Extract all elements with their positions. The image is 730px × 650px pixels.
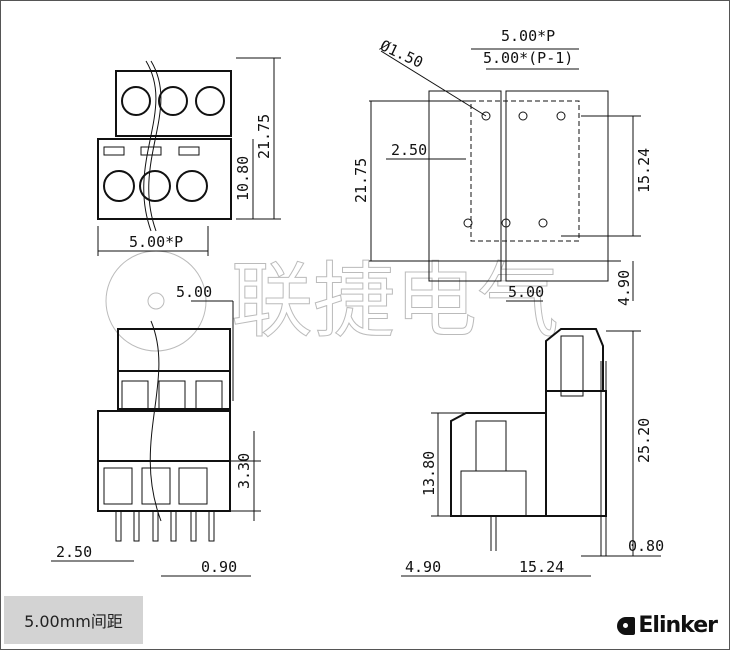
watermark: 联捷电气 xyxy=(105,250,560,352)
dim-offset: 2.50 xyxy=(391,141,427,159)
dim-pin-width: 0.90 xyxy=(201,558,237,576)
dim-height-lower: 10.80 xyxy=(234,156,252,201)
brand-name: Elinker xyxy=(638,613,718,638)
dim-row-spacing: 15.24 xyxy=(519,558,564,576)
dim-pin-pitch: 5.00 xyxy=(508,283,544,301)
dim-total-height: 25.20 xyxy=(635,418,653,463)
dim-pitch: 5.00 xyxy=(176,283,212,301)
dim-pin-thickness: 0.80 xyxy=(628,537,664,555)
logo-mark-icon xyxy=(617,616,636,635)
pitch-caption: 5.00mm间距 xyxy=(4,596,143,644)
bottom-right-view: 13.80 25.20 0.80 4.90 15.24 xyxy=(401,328,664,577)
dim-height: 21.75 xyxy=(352,158,370,203)
dim-pin-spacing: 2.50 xyxy=(56,543,92,561)
dim-pitch: 5.00*P xyxy=(129,233,183,251)
dim-hole-diameter: Ø1.50 xyxy=(377,36,426,71)
bottom-left-view: 5.00 3.30 2.50 0.90 xyxy=(51,283,261,577)
dim-lower-height: 13.80 xyxy=(420,451,438,496)
brand-logo: Elinker xyxy=(617,613,718,638)
dim-front-offset: 4.90 xyxy=(405,558,441,576)
dim-pin-height: 3.30 xyxy=(235,453,253,489)
watermark-text: 联捷电气 xyxy=(231,254,559,349)
top-left-view: 21.75 10.80 5.00*P xyxy=(97,57,281,256)
dim-pitch-p: 5.00*P xyxy=(501,27,555,45)
dim-height-total: 21.75 xyxy=(255,114,273,159)
dim-pitch-p-minus-1: 5.00*(P-1) xyxy=(483,49,573,67)
dim-edge: 4.90 xyxy=(615,270,633,306)
dim-row-spacing: 15.24 xyxy=(635,148,653,193)
